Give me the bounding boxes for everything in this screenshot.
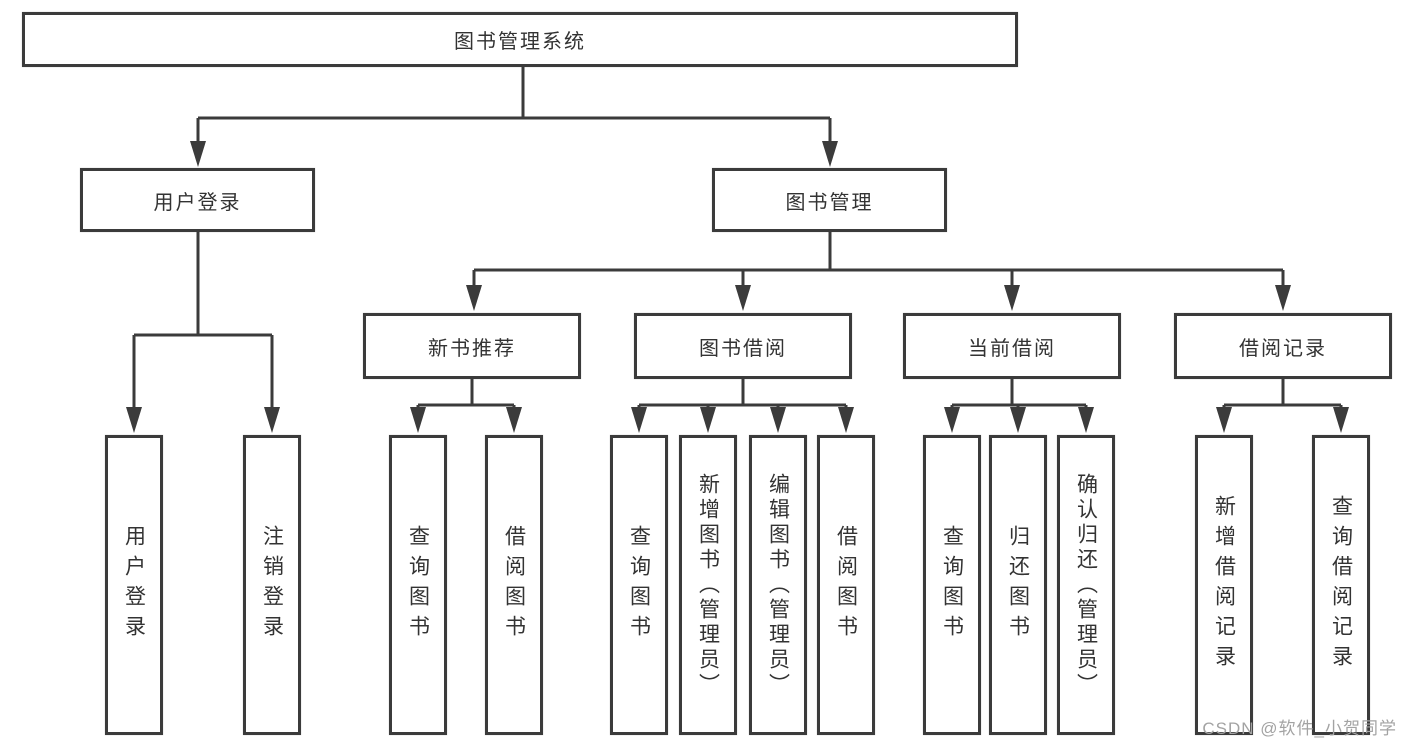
node-leaf-confirm-return-admin: 确认归还（管理员） — [1057, 435, 1115, 735]
arrow-down-icon — [1078, 407, 1094, 433]
node-leaf-edit-book-admin: 编辑图书（管理员） — [749, 435, 807, 735]
arrow-down-icon — [190, 141, 206, 167]
node-library-management-system: 图书管理系统 — [22, 12, 1018, 67]
node-leaf-query-borrow-record: 查询借阅记录 — [1312, 435, 1370, 735]
arrow-down-icon — [735, 285, 751, 311]
arrowheads — [126, 141, 1349, 433]
node-leaf-query-book-2: 查询图书 — [610, 435, 668, 735]
arrow-down-icon — [770, 407, 786, 433]
node-new-book-recommend: 新书推荐 — [363, 313, 581, 379]
node-borrowing-records: 借阅记录 — [1174, 313, 1392, 379]
node-leaf-borrow-book-2: 借阅图书 — [817, 435, 875, 735]
arrow-down-icon — [700, 407, 716, 433]
csdn-watermark: CSDN @软件_小贺同学 — [1202, 719, 1397, 738]
arrow-down-icon — [944, 407, 960, 433]
arrow-down-icon — [506, 407, 522, 433]
node-leaf-borrow-book-1: 借阅图书 — [485, 435, 543, 735]
arrow-down-icon — [1333, 407, 1349, 433]
arrow-down-icon — [838, 407, 854, 433]
arrow-down-icon — [1010, 407, 1026, 433]
node-leaf-return-book: 归还图书 — [989, 435, 1047, 735]
node-leaf-query-book-3: 查询图书 — [923, 435, 981, 735]
arrow-down-icon — [1275, 285, 1291, 311]
node-leaf-add-book-admin: 新增图书（管理员） — [679, 435, 737, 735]
arrow-down-icon — [1004, 285, 1020, 311]
node-current-borrowing: 当前借阅 — [903, 313, 1121, 379]
arrow-down-icon — [822, 141, 838, 167]
arrow-down-icon — [631, 407, 647, 433]
node-user-login: 用户登录 — [80, 168, 315, 232]
node-leaf-add-borrow-record: 新增借阅记录 — [1195, 435, 1253, 735]
node-book-borrowing: 图书借阅 — [634, 313, 852, 379]
node-book-management: 图书管理 — [712, 168, 947, 232]
node-leaf-user-login: 用户登录 — [105, 435, 163, 735]
node-leaf-logout: 注销登录 — [243, 435, 301, 735]
node-leaf-query-book-1: 查询图书 — [389, 435, 447, 735]
arrow-down-icon — [1216, 407, 1232, 433]
arrow-down-icon — [466, 285, 482, 311]
arrow-down-icon — [126, 407, 142, 433]
arrow-down-icon — [410, 407, 426, 433]
arrow-down-icon — [264, 407, 280, 433]
